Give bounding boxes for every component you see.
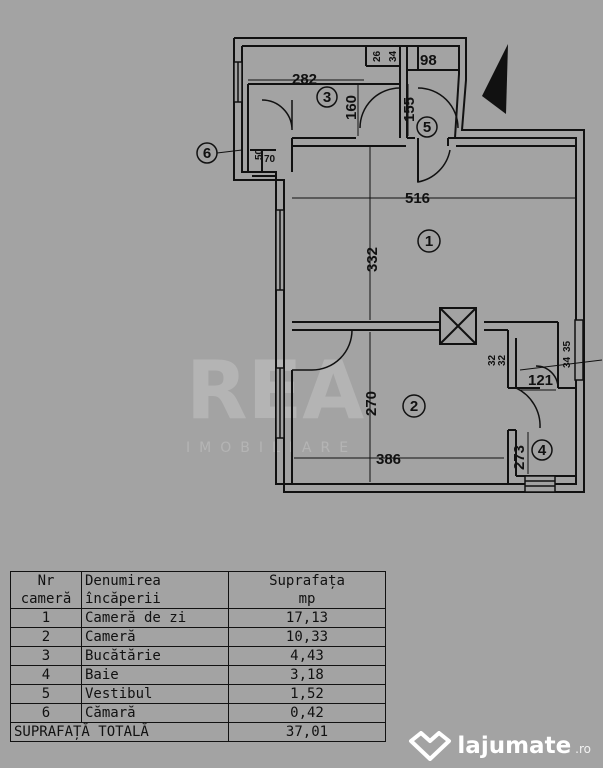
dim-bath-depth: 273 bbox=[511, 445, 528, 470]
dim-bath-width: 121 bbox=[528, 372, 553, 389]
room-4-marker: 4 bbox=[531, 439, 553, 461]
dim-bath-d: 34 bbox=[562, 356, 573, 368]
cell-nr: 5 bbox=[10, 684, 82, 704]
header-area-line2: mp bbox=[298, 591, 316, 607]
table-row: 4 Baie 3,18 bbox=[10, 665, 386, 685]
dim-living-width: 516 bbox=[405, 190, 430, 207]
cell-area: 1,52 bbox=[228, 684, 386, 704]
header-area: Suprafața mp bbox=[228, 571, 386, 609]
cell-area: 10,33 bbox=[228, 627, 386, 647]
cell-nr: 2 bbox=[10, 627, 82, 647]
heart-handshake-icon bbox=[409, 731, 452, 761]
cell-area: 3,18 bbox=[228, 665, 386, 685]
cell-name: Cameră bbox=[81, 627, 229, 647]
room-1-marker: 1 bbox=[417, 229, 441, 253]
watermark-subtitle: IMOBILIARE bbox=[186, 440, 357, 456]
cell-area: 0,42 bbox=[228, 703, 386, 723]
table-header-row: Nr cameră Denumirea încăperii Suprafața … bbox=[10, 571, 386, 609]
table-row: 6 Cămară 0,42 bbox=[10, 703, 386, 723]
cell-nr: 3 bbox=[10, 646, 82, 666]
table-total-row: SUPRAFAȚĂ TOTALĂ 37,01 bbox=[10, 722, 386, 742]
room-2-marker: 2 bbox=[402, 394, 426, 418]
room-markers: 1 2 3 4 5 6 bbox=[196, 86, 553, 461]
svg-text:3: 3 bbox=[323, 89, 331, 106]
cell-name: Baie bbox=[81, 665, 229, 685]
north-arrow-icon bbox=[482, 44, 508, 114]
walls bbox=[233, 37, 585, 493]
table-row: 2 Cameră 10,33 bbox=[10, 627, 386, 647]
logo-tld: .ro bbox=[575, 742, 591, 756]
room-5-marker: 5 bbox=[416, 116, 438, 138]
header-name-line2: încăperii bbox=[85, 591, 161, 607]
lajumate-logo: lajumate .ro bbox=[407, 730, 591, 762]
dim-counter-c: 98 bbox=[420, 52, 437, 69]
table-row: 1 Cameră de zi 17,13 bbox=[10, 608, 386, 628]
door-swings bbox=[261, 87, 559, 429]
room-3-marker: 3 bbox=[316, 86, 338, 108]
dim-bath-b: 32 bbox=[497, 354, 508, 366]
cell-area: 4,43 bbox=[228, 646, 386, 666]
cell-name: Cămară bbox=[81, 703, 229, 723]
cell-name: Cameră de zi bbox=[81, 608, 229, 628]
room-6-marker: 6 bbox=[196, 142, 243, 164]
total-label: SUPRAFAȚĂ TOTALĂ bbox=[10, 722, 229, 742]
svg-text:4: 4 bbox=[538, 442, 547, 459]
dim-counter-a: 26 bbox=[372, 50, 383, 62]
cell-name: Vestibul bbox=[81, 684, 229, 704]
total-value: 37,01 bbox=[228, 722, 386, 742]
header-nr: Nr cameră bbox=[10, 571, 82, 609]
dimension-lines bbox=[248, 79, 603, 482]
cell-nr: 1 bbox=[10, 608, 82, 628]
dim-kitchen-depth: 160 bbox=[343, 95, 360, 120]
table-row: 5 Vestibul 1,52 bbox=[10, 684, 386, 704]
dim-pantry-a: 50 bbox=[254, 148, 265, 160]
room-area-table: Nr cameră Denumirea încăperii Suprafața … bbox=[10, 571, 386, 742]
svg-text:6: 6 bbox=[203, 145, 211, 162]
svg-text:1: 1 bbox=[425, 233, 433, 250]
dim-kitchen-width: 282 bbox=[292, 71, 317, 88]
cell-nr: 4 bbox=[10, 665, 82, 685]
header-area-line1: Suprafața bbox=[269, 573, 345, 589]
dim-bath-c: 35 bbox=[562, 340, 573, 352]
header-nr-line2: cameră bbox=[20, 591, 72, 607]
svg-text:2: 2 bbox=[410, 398, 418, 415]
svg-text:5: 5 bbox=[423, 119, 431, 136]
dim-bedroom-width: 386 bbox=[376, 451, 401, 468]
dim-counter-b: 34 bbox=[388, 50, 399, 62]
header-nr-line1: Nr bbox=[37, 573, 55, 589]
cell-area: 17,13 bbox=[228, 608, 386, 628]
cell-name: Bucătărie bbox=[81, 646, 229, 666]
table-row: 3 Bucătărie 4,43 bbox=[10, 646, 386, 666]
dim-hall-width: 155 bbox=[401, 97, 418, 122]
windows bbox=[233, 61, 584, 493]
dim-living-depth: 332 bbox=[364, 247, 381, 272]
dim-bedroom-depth: 270 bbox=[363, 391, 380, 416]
dim-bath-a: 32 bbox=[487, 354, 498, 366]
cell-nr: 6 bbox=[10, 703, 82, 723]
dim-pantry-b: 70 bbox=[264, 154, 276, 165]
logo-text: lajumate bbox=[457, 733, 572, 759]
header-name: Denumirea încăperii bbox=[81, 571, 229, 609]
header-name-line1: Denumirea bbox=[85, 573, 161, 589]
